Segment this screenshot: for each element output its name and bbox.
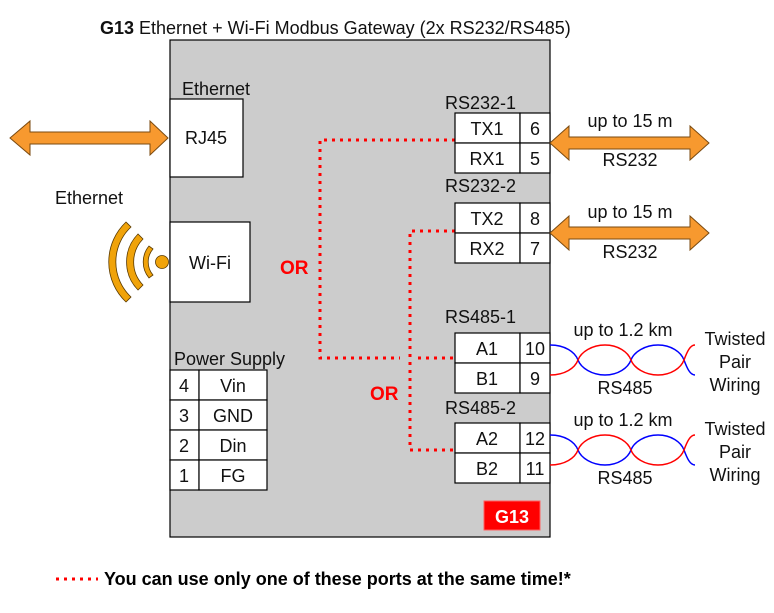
rs232-1-bidirectional-arrow-icon <box>549 124 710 162</box>
power-supply-terminal[interactable]: 4 Vin 3 GND 2 Din 1 FG <box>169 369 268 491</box>
wifi-signal-icon <box>108 221 169 303</box>
model-badge: G13 <box>483 500 541 531</box>
rs485-2-pin-a: 12 <box>525 429 545 449</box>
power-pin-name: Din <box>219 436 246 456</box>
rs485-1-pin-b: 9 <box>530 369 540 389</box>
rs232-1-distance: up to 15 m <box>587 111 672 131</box>
rs232-2-distance: up to 15 m <box>587 202 672 222</box>
rs485-1-signal-a: A1 <box>476 339 498 359</box>
diagram-title: G13 Ethernet + Wi-Fi Modbus Gateway (2x … <box>100 18 571 38</box>
wifi-label: Wi-Fi <box>189 253 231 273</box>
rj45-label: RJ45 <box>185 128 227 148</box>
rs485-2-type: RS485 <box>597 468 652 488</box>
rs485-1-wiring-line-3: Wiring <box>709 375 760 395</box>
rs485-2-wiring-line-1: Twisted <box>704 419 765 439</box>
rs485-1-twisted-pair-icon <box>549 344 696 376</box>
rs232-1-signal-tx: TX1 <box>470 119 503 139</box>
rs485-2-wiring-line-3: Wiring <box>709 465 760 485</box>
rs485-2-label: RS485-2 <box>445 398 516 418</box>
rs485-1-signal-b: B1 <box>476 369 498 389</box>
rs485-1-terminal[interactable]: A1 10 B1 9 <box>454 332 551 394</box>
power-pin-name: Vin <box>220 376 246 396</box>
power-pin-name: FG <box>221 466 246 486</box>
rs232-2-label: RS232-2 <box>445 176 516 196</box>
rj45-port[interactable]: RJ45 <box>169 98 244 178</box>
rs485-2-distance: up to 1.2 km <box>573 410 672 430</box>
rs232-1-label: RS232-1 <box>445 93 516 113</box>
power-pin: 2 <box>179 436 189 456</box>
rs232-2-terminal[interactable]: TX2 8 RX2 7 <box>454 202 551 264</box>
power-pin: 1 <box>179 466 189 486</box>
model-badge-label: G13 <box>495 507 529 527</box>
power-supply-label: Power Supply <box>174 349 285 369</box>
rs232-2-pin-rx: 7 <box>530 239 540 259</box>
or-line-rs232-2-to-rs485-2 <box>408 229 455 452</box>
rs485-1-type: RS485 <box>597 378 652 398</box>
rs232-2-bidirectional-arrow-icon <box>549 214 710 252</box>
rs232-1-pin-rx: 5 <box>530 149 540 169</box>
rs485-1-wiring-line-2: Pair <box>719 352 751 372</box>
rs232-2-signal-tx: TX2 <box>470 209 503 229</box>
power-pin-name: GND <box>213 406 253 426</box>
rs485-1-label: RS485-1 <box>445 307 516 327</box>
rs232-1-signal-rx: RX1 <box>469 149 504 169</box>
rs485-2-signal-a: A2 <box>476 429 498 449</box>
ethernet-bidirectional-arrow-icon <box>9 119 169 157</box>
rs485-2-terminal[interactable]: A2 12 B2 11 <box>454 422 551 484</box>
wifi-port[interactable]: Wi-Fi <box>169 221 251 303</box>
rs485-2-wiring-line-2: Pair <box>719 442 751 462</box>
rs232-2-type: RS232 <box>602 242 657 262</box>
rs232-2-pin-tx: 8 <box>530 209 540 229</box>
ethernet-external-label: Ethernet <box>55 188 123 208</box>
ethernet-section-label: Ethernet <box>182 79 250 99</box>
or-line-rs232-1-to-rs485-1 <box>318 138 455 360</box>
or-label-2: OR <box>370 384 399 405</box>
rs232-2-signal-rx: RX2 <box>469 239 504 259</box>
rs232-1-terminal[interactable]: TX1 6 RX1 5 <box>454 112 551 174</box>
rs232-1-pin-tx: 6 <box>530 119 540 139</box>
rs485-1-pin-a: 10 <box>525 339 545 359</box>
rs232-1-type: RS232 <box>602 150 657 170</box>
footer-note: You can use only one of these ports at t… <box>104 569 571 589</box>
title-model: G13 <box>100 18 134 38</box>
rs485-2-pin-b: 11 <box>526 459 545 479</box>
power-pin: 3 <box>179 406 189 426</box>
rs485-1-distance: up to 1.2 km <box>573 320 672 340</box>
or-label-1: OR <box>280 258 309 279</box>
rs485-1-wiring-line-1: Twisted <box>704 329 765 349</box>
rs485-2-twisted-pair-icon <box>549 434 696 466</box>
power-pin: 4 <box>179 376 189 396</box>
title-text: Ethernet + Wi-Fi Modbus Gateway (2x RS23… <box>134 18 571 38</box>
rs485-2-signal-b: B2 <box>476 459 498 479</box>
